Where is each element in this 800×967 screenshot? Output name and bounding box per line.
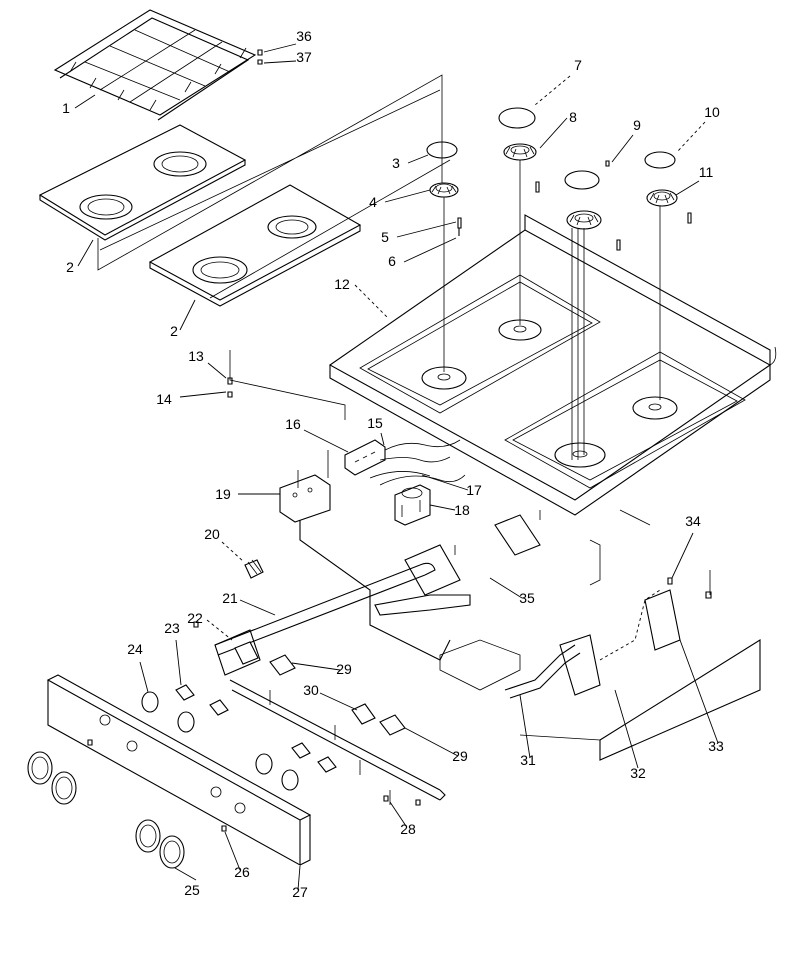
callout-35: 35 bbox=[519, 590, 535, 606]
electrode-part-5 bbox=[457, 217, 462, 236]
bracket-part-19 bbox=[279, 450, 331, 523]
callout-33: 33 bbox=[708, 738, 724, 754]
bezel-part-24 bbox=[141, 691, 299, 791]
burner-head-part-11 bbox=[646, 189, 678, 207]
callout-18: 18 bbox=[454, 502, 470, 518]
guide-line bbox=[97, 74, 451, 299]
guide-line bbox=[571, 228, 585, 460]
pressure-regulator-part-18 bbox=[394, 484, 431, 526]
callout-31: 31 bbox=[520, 752, 536, 768]
screw bbox=[705, 591, 712, 599]
callout-17: 17 bbox=[466, 482, 482, 498]
callout-28: 28 bbox=[400, 821, 416, 837]
callout-36: 36 bbox=[296, 28, 312, 44]
orifice-part-20 bbox=[244, 559, 264, 579]
callout-25: 25 bbox=[184, 882, 200, 898]
callout-32: 32 bbox=[630, 765, 646, 781]
callout-30: 30 bbox=[303, 682, 319, 698]
burner-tube-assembly bbox=[374, 510, 541, 616]
electrode bbox=[616, 239, 621, 251]
spark-module-part-16 bbox=[344, 439, 386, 476]
callout-29a: 29 bbox=[336, 661, 352, 677]
burner-cap-part-3 bbox=[426, 141, 458, 159]
base-pan-part-33 bbox=[519, 639, 761, 761]
callout-10: 10 bbox=[704, 104, 720, 120]
wire-harness-part-17 bbox=[369, 471, 466, 486]
callout-9: 9 bbox=[633, 117, 641, 133]
screw-part-14 bbox=[227, 391, 233, 398]
callout-27: 27 bbox=[292, 884, 308, 900]
knob-part-25 bbox=[27, 751, 185, 869]
callout-24: 24 bbox=[127, 641, 143, 657]
callout-19: 19 bbox=[215, 486, 231, 502]
wire-harness-part-15 bbox=[379, 439, 461, 463]
base-outline-part-35 bbox=[439, 639, 521, 691]
callout-2a: 2 bbox=[66, 259, 74, 275]
callout-15: 15 bbox=[367, 415, 383, 431]
callout-4: 4 bbox=[369, 194, 377, 210]
guide-line bbox=[229, 350, 346, 420]
burner-tube-part-31 bbox=[504, 634, 601, 699]
control-panel-part-27 bbox=[46, 674, 312, 866]
valve-part-29 bbox=[269, 654, 406, 736]
callout-14: 14 bbox=[156, 391, 172, 407]
callout-7: 7 bbox=[574, 57, 582, 73]
burner-head-part-8 bbox=[503, 143, 537, 161]
callout-16: 16 bbox=[285, 416, 301, 432]
callout-34: 34 bbox=[685, 513, 701, 529]
burner-tray-part-2b bbox=[148, 184, 362, 307]
burner-cap-part-10 bbox=[644, 151, 676, 169]
callout-11: 11 bbox=[699, 164, 714, 180]
screws bbox=[87, 49, 610, 832]
electrode bbox=[535, 181, 540, 193]
grate-part-1 bbox=[53, 9, 257, 121]
callout-20: 20 bbox=[204, 526, 220, 542]
valve-part-23 bbox=[175, 684, 337, 773]
screw-part-34 bbox=[667, 577, 673, 585]
manifold-part-21 bbox=[214, 520, 451, 661]
burner-head-part bbox=[566, 210, 602, 230]
burner-cap-part bbox=[564, 170, 600, 190]
valve-assembly-part-22 bbox=[214, 629, 261, 676]
callout-1: 1 bbox=[62, 100, 70, 116]
callout-29b: 29 bbox=[452, 748, 468, 764]
callout-2b: 2 bbox=[170, 323, 178, 339]
leader-lines bbox=[74, 43, 719, 891]
callout-37: 37 bbox=[296, 49, 312, 65]
callout-26: 26 bbox=[234, 864, 250, 880]
guide-line bbox=[589, 509, 711, 595]
callout-23: 23 bbox=[164, 620, 180, 636]
burner-cap-part-7 bbox=[498, 107, 536, 129]
callout-5: 5 bbox=[381, 229, 389, 245]
callout-3: 3 bbox=[392, 155, 400, 171]
valve-part-30 bbox=[351, 703, 376, 725]
callout-6: 6 bbox=[388, 253, 396, 269]
burner-tray-part-2a bbox=[38, 124, 247, 241]
callout-22: 22 bbox=[187, 610, 203, 626]
manifold-rail-part-28 bbox=[229, 679, 446, 805]
electrode bbox=[687, 212, 692, 224]
burner-head-part-4 bbox=[429, 182, 459, 198]
burner-tube-part-32 bbox=[599, 589, 681, 661]
callout-12: 12 bbox=[334, 276, 350, 292]
callout-21: 21 bbox=[222, 590, 238, 606]
callout-8: 8 bbox=[569, 109, 577, 125]
cooktop-part-12 bbox=[328, 214, 777, 516]
callout-13: 13 bbox=[188, 348, 204, 364]
screw-part-13 bbox=[227, 377, 233, 385]
